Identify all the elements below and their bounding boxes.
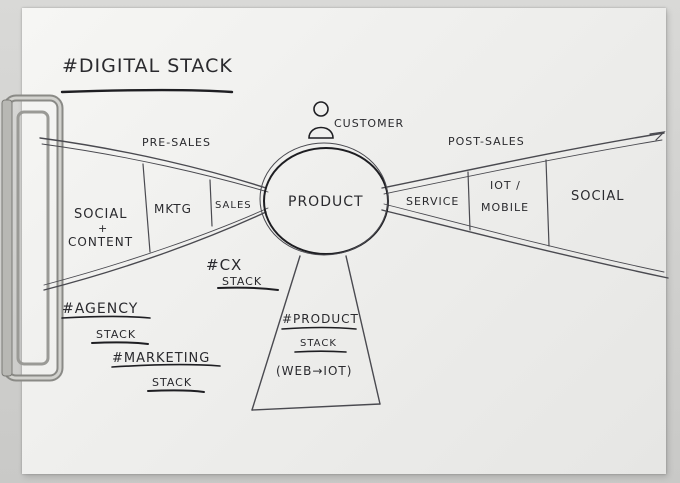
social-right-label: SOCIAL	[571, 189, 625, 204]
product-stack-line3: (WEB→IOT)	[276, 364, 352, 378]
marketing-stack-underline-2	[147, 389, 205, 393]
cx-stack-line2: STACK	[222, 275, 262, 288]
iot-mobile-line2: MOBILE	[481, 201, 529, 214]
post-sales-funnel	[381, 131, 669, 279]
social-content-line3: CONTENT	[68, 235, 133, 249]
social-content-line2: +	[98, 222, 108, 235]
clipboard-clip	[1, 94, 64, 382]
social-content-line1: SOCIAL	[74, 207, 128, 222]
marketing-stack-line1: #MARKETING	[112, 351, 210, 366]
agency-stack-line1: #AGENCY	[62, 301, 138, 317]
diagram-title: #DIGITAL STACK	[62, 55, 233, 77]
product-circle	[259, 142, 389, 256]
marketing-stack-underline-1	[111, 363, 221, 368]
marketing-stack-line2: STACK	[152, 376, 192, 389]
product-stack-underline-1	[281, 326, 357, 330]
pre-sales-label: PRE-SALES	[142, 136, 211, 149]
agency-stack-underline-1	[61, 315, 151, 319]
sales-label: SALES	[215, 200, 252, 211]
agency-stack-underline-2	[91, 341, 149, 345]
post-sales-label: POST-SALES	[448, 135, 525, 148]
iot-mobile-line1: IOT /	[490, 179, 521, 192]
customer-person-icon	[308, 101, 334, 139]
agency-stack-line2: STACK	[96, 328, 136, 341]
mktg-label: MKTG	[154, 202, 192, 216]
customer-label: CUSTOMER	[334, 117, 404, 130]
title-underline	[60, 88, 234, 94]
paper-sheet	[22, 8, 666, 474]
product-stack-line2: STACK	[300, 338, 337, 349]
product-stack-underline-2	[294, 350, 347, 353]
service-label: SERVICE	[406, 195, 459, 208]
product-label: PRODUCT	[288, 194, 364, 210]
product-stack-line1: #PRODUCT	[282, 312, 359, 326]
cx-stack-line1: #CX	[206, 256, 242, 274]
pre-sales-funnel	[39, 137, 269, 291]
cx-stack-underline	[217, 286, 279, 291]
product-stack-funnel	[251, 255, 381, 411]
